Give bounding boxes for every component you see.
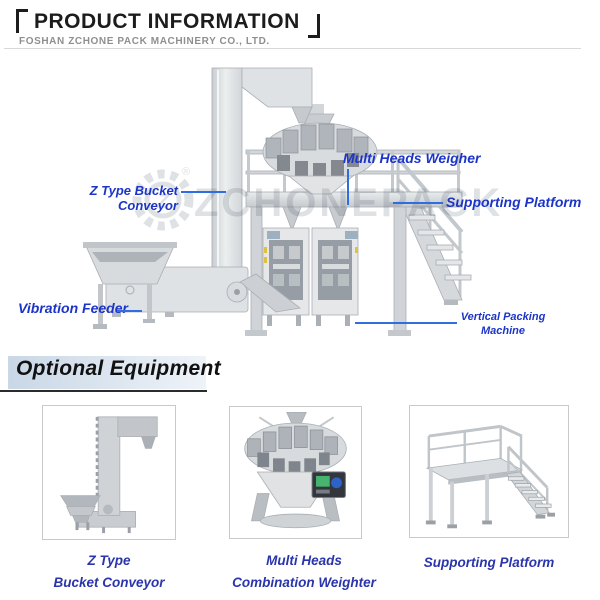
label-z-type-bucket-conveyor: Z Type Bucket Conveyor: [89, 183, 178, 213]
machine-diagram: Z ® ZCHONEPACK Z Type Bucket Conveyor Mu…: [0, 55, 600, 350]
title-text: PRODUCT INFORMATION: [34, 10, 300, 33]
equipment-panel-platform: [409, 405, 569, 538]
page-title: PRODUCT INFORMATION: [16, 9, 320, 38]
bracket-left-icon: [16, 9, 28, 33]
caption-line: Bucket Conveyor: [53, 575, 165, 590]
header-divider: [4, 48, 581, 49]
platform-image: [425, 424, 555, 529]
optional-equipment-heading-bg: [8, 356, 206, 389]
caption-line: Supporting Platform: [423, 555, 555, 570]
caption-line: Z Type: [87, 553, 131, 568]
label-vertical-packing-machine: Vertical Packing Machine: [458, 310, 548, 338]
caption-multi-heads-weighter: Multi Heads Combination Weighter: [224, 550, 384, 594]
label-multi-heads-weigher: Multi Heads Weigher: [343, 150, 481, 166]
leader-vertical-packing-machine: [355, 322, 457, 324]
caption-z-type-bucket-conveyor: Z Type Bucket Conveyor: [34, 550, 184, 594]
optional-equipment-underline: [0, 390, 207, 392]
leader-supporting-platform: [393, 202, 443, 204]
caption-supporting-platform: Supporting Platform: [403, 552, 575, 574]
leader-z-type-bucket-conveyor: [181, 191, 226, 193]
caption-line: Multi Heads: [266, 553, 342, 568]
label-vpm-line1: Vertical Packing: [460, 311, 546, 323]
z-conveyor-image: [60, 416, 158, 534]
weigher-image: [244, 411, 347, 529]
multi-heads-weigher-part: [262, 104, 378, 229]
equipment-panel-z-conveyor: [42, 405, 176, 540]
company-subtitle: FOSHAN ZCHONE PACK MACHINERY CO., LTD.: [19, 36, 270, 47]
leader-multi-heads-weigher: [347, 169, 349, 205]
optional-equipment-heading: Optional Equipment: [16, 357, 221, 380]
label-vibration-feeder: Vibration Feeder: [18, 300, 128, 316]
label-vpm-line2: Machine: [480, 325, 525, 337]
bracket-right-icon: [307, 14, 320, 38]
label-supporting-platform: Supporting Platform: [446, 194, 582, 210]
equipment-panel-weigher: [229, 406, 362, 539]
leader-vibration-feeder: [117, 310, 142, 312]
vibration-feeder-part: [83, 242, 301, 329]
caption-line: Combination Weighter: [232, 575, 376, 590]
